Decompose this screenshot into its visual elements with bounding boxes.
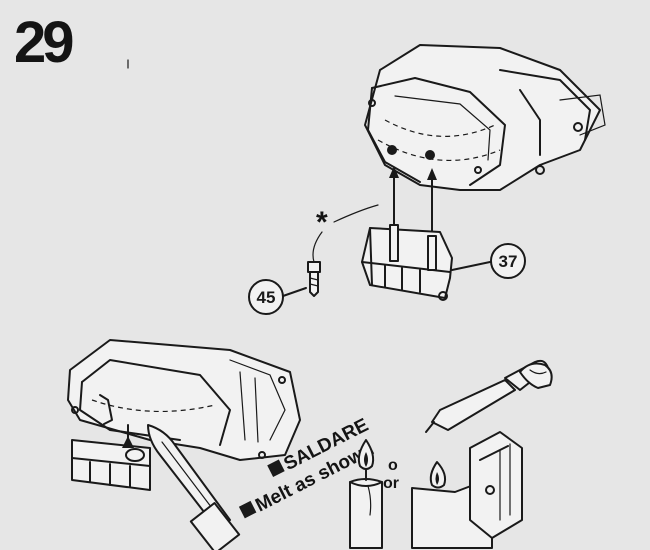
part-45-screw — [307, 261, 321, 297]
or-separator: o or — [383, 457, 399, 492]
or-italian: o — [388, 457, 398, 474]
callout-45-label: 45 — [257, 288, 276, 307]
step-number: 29 — [14, 10, 73, 75]
insert-arrows — [389, 166, 437, 241]
glue-marker-group: * — [312, 204, 379, 263]
callout-37: 37 — [451, 243, 526, 279]
part-37-bracket — [361, 224, 453, 301]
engine-housing-bottom — [67, 339, 301, 491]
glue-asterisk: * — [316, 206, 328, 239]
candle — [349, 439, 383, 549]
engine-housing-top — [364, 44, 606, 191]
melt-arrow — [122, 436, 134, 448]
or-english: or — [383, 475, 399, 492]
hand — [519, 362, 553, 389]
lighter — [411, 431, 523, 549]
soldering-iron — [147, 424, 241, 550]
callout-45: 45 — [248, 279, 307, 315]
callout-37-label: 37 — [499, 252, 518, 271]
